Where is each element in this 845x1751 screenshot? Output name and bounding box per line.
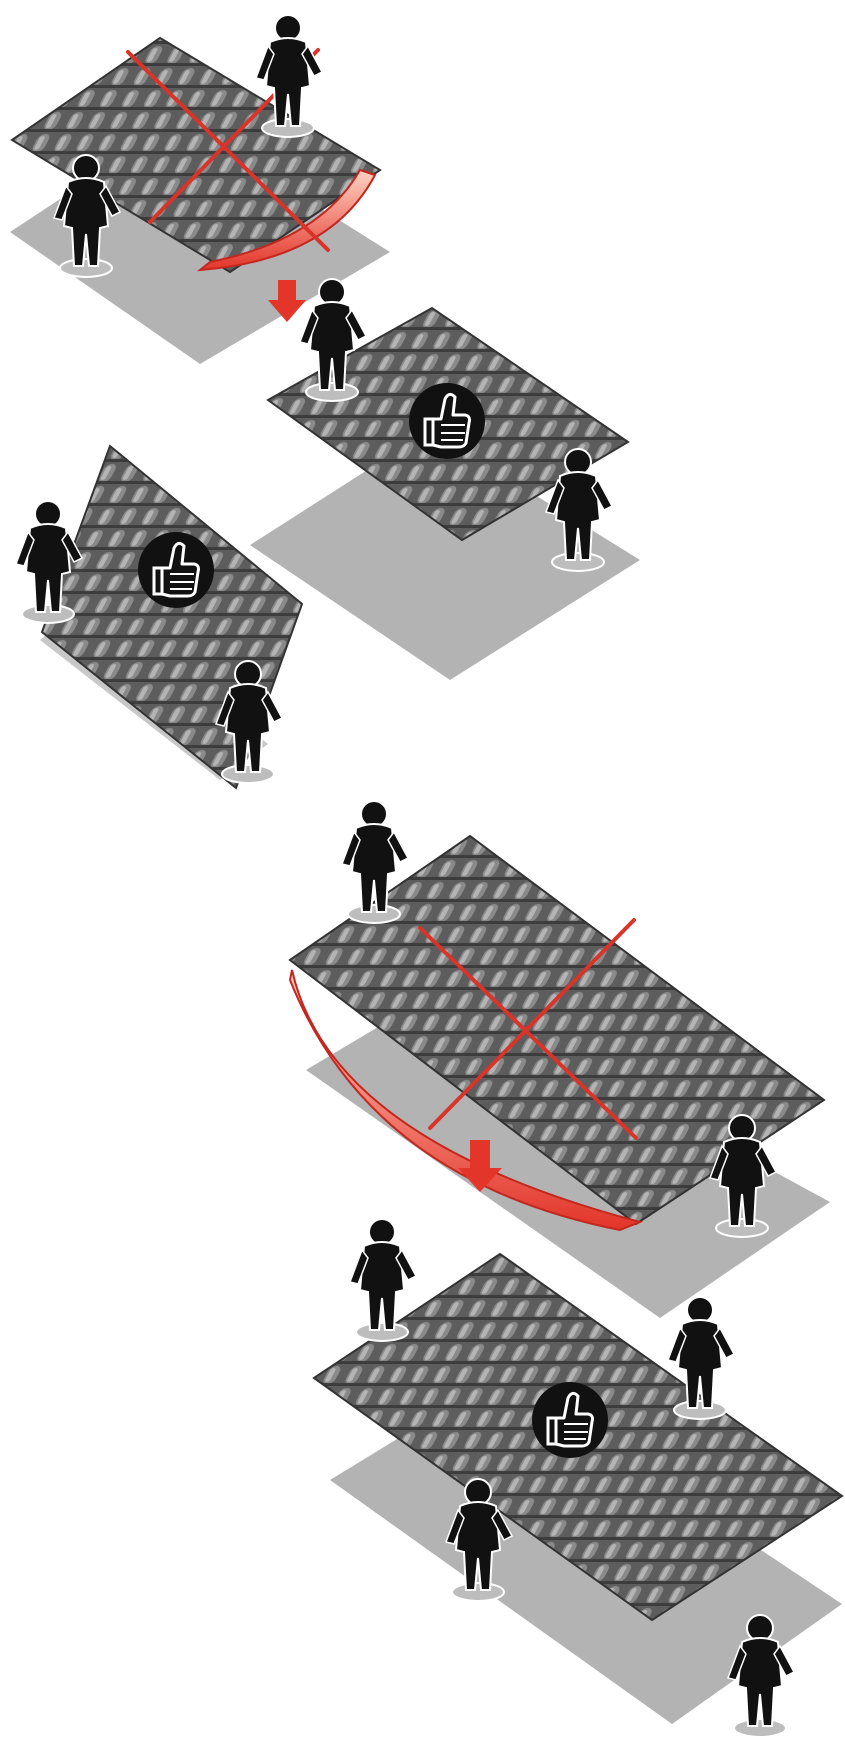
panel-flat-long-sheet bbox=[312, 1218, 844, 1738]
thumbs-up-icon bbox=[407, 381, 487, 461]
panel-upright-edge bbox=[15, 444, 304, 790]
roof-sheet bbox=[40, 444, 304, 790]
floor-shadow bbox=[250, 430, 640, 680]
sag-indicator bbox=[288, 969, 644, 1232]
roof-sheet bbox=[10, 36, 382, 274]
down-arrow-icon bbox=[268, 280, 306, 322]
cross-icon bbox=[418, 918, 638, 1140]
down-arrow-icon bbox=[458, 1140, 502, 1192]
thumbs-up-icon bbox=[136, 530, 216, 610]
panel-sag-short-side bbox=[10, 14, 390, 364]
panel-flat-short-side bbox=[250, 278, 640, 680]
thumbs-up-icon bbox=[530, 1380, 610, 1460]
sag-indicator bbox=[196, 168, 377, 272]
panel-sag-long-sheet bbox=[288, 800, 830, 1318]
